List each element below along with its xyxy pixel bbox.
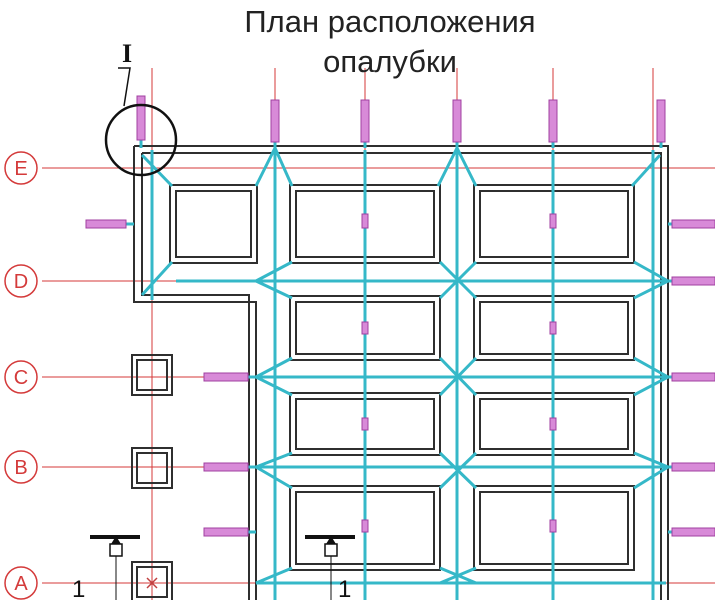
rod [671, 527, 715, 537]
brace [633, 279, 669, 300]
axis-label-c: C [14, 367, 28, 389]
rod [203, 372, 249, 382]
detail-leader [118, 67, 131, 107]
axis-bubble-a [4, 566, 38, 600]
rod [452, 99, 462, 143]
pin [361, 321, 369, 335]
rod [360, 99, 370, 143]
brace [254, 147, 277, 187]
axis-label-d: D [14, 271, 28, 293]
pin [549, 321, 557, 335]
rod [656, 99, 666, 143]
column-inner [136, 452, 168, 484]
detail-circle [104, 103, 178, 177]
rod [671, 276, 715, 286]
axis-label-a: A [14, 573, 28, 595]
rod [671, 462, 715, 472]
rod [548, 99, 558, 143]
title-line-1: План расположения [244, 4, 536, 39]
rod [203, 527, 249, 537]
pin [549, 213, 557, 229]
pin [549, 519, 557, 533]
drawing-title: План расположения опалубки [180, 2, 600, 82]
axis-bubble-e [4, 151, 38, 185]
section-mark-left: 1 [72, 576, 85, 600]
brace [436, 147, 459, 187]
pin [361, 417, 369, 431]
brace [273, 147, 294, 187]
brace [140, 260, 174, 297]
brace [633, 451, 669, 469]
axis-bubble-b [4, 450, 38, 484]
x-mark [146, 577, 158, 589]
cut-arrow-box [109, 543, 123, 557]
detail-label: I [122, 39, 132, 68]
section-mark-right: 1 [338, 576, 351, 600]
pin [549, 417, 557, 431]
outer-wall-left-step-inner [141, 153, 250, 600]
cell [169, 184, 258, 264]
outer-wall-inner [142, 152, 662, 600]
axis-bubble-d [4, 264, 38, 298]
axis-labels: E D C B A [14, 158, 29, 595]
column-inner [136, 359, 168, 391]
outer-wall-outline [134, 145, 669, 600]
brace [455, 147, 478, 187]
pin [361, 519, 369, 533]
cut-arrow-box [324, 543, 338, 557]
title-line-2: опалубки [323, 44, 457, 79]
axis-label-e: E [14, 158, 27, 180]
brace [633, 356, 669, 379]
axis-bubbles [4, 151, 38, 600]
pin [361, 213, 369, 229]
cell-inner [175, 190, 252, 258]
rod [136, 95, 146, 141]
formwork-braces [88, 100, 715, 600]
tie-rods [85, 95, 715, 537]
axis-label-b: B [14, 457, 27, 479]
column-inner [136, 566, 168, 598]
brace [630, 153, 662, 188]
detail-callout: I [104, 39, 178, 177]
section-cut-left: 1 [72, 535, 140, 603]
rod [203, 462, 249, 472]
rod [270, 99, 280, 143]
section-cut-right: 1 [305, 535, 355, 603]
brace [633, 260, 669, 283]
column-cells [131, 184, 635, 603]
column [131, 354, 173, 396]
vertical-grid-lines [151, 68, 654, 600]
column-marker [146, 577, 158, 589]
rod [85, 219, 127, 229]
rod [671, 219, 715, 229]
brace [633, 465, 669, 490]
brace [633, 375, 669, 397]
axis-bubble-c [4, 360, 38, 394]
column [131, 447, 173, 489]
rod [671, 372, 715, 382]
